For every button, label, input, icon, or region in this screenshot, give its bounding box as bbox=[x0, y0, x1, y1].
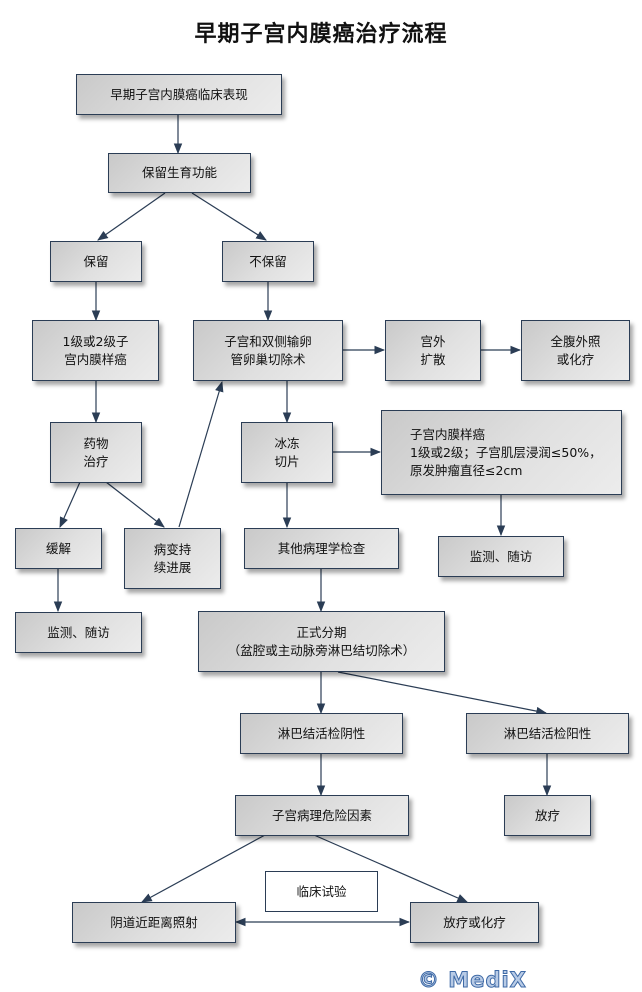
arrow-risk-radiochemo bbox=[313, 834, 468, 903]
node-clinical: 早期子宫内膜癌临床表现 bbox=[76, 74, 282, 115]
node-brachytherapy: 阴道近距离照射 bbox=[72, 902, 236, 943]
node-remission-label: 缓解 bbox=[45, 540, 71, 556]
node-frozen: 冰冻 切片 bbox=[241, 422, 333, 483]
node-not-preserve-label: 不保留 bbox=[249, 253, 287, 269]
node-radiotherapy-label: 放疗 bbox=[534, 807, 560, 823]
node-other-pathology-label: 其他病理学检查 bbox=[277, 540, 366, 556]
node-grade12: 1级或2级子 宫内膜样癌 bbox=[32, 320, 159, 381]
node-progress-label: 病变持 续进展 bbox=[153, 541, 192, 575]
node-clinical-label: 早期子宫内膜癌临床表现 bbox=[110, 86, 248, 102]
node-extrauterine-label: 宫外 扩散 bbox=[420, 333, 446, 367]
node-monitor-right: 监测、随访 bbox=[438, 536, 564, 577]
node-ln-negative: 淋巴结活检阴性 bbox=[240, 713, 403, 754]
node-drug: 药物 治疗 bbox=[50, 422, 142, 483]
node-criteria-label: 子宫内膜样癌 1级或2级；子宫肌层浸润≤50%， 原发肿瘤直径≤2cm bbox=[410, 426, 602, 478]
node-radio-chemo: 放疗或化疗 bbox=[410, 902, 539, 943]
node-hysterectomy-label: 子宫和双侧输卵 管卵巢切除术 bbox=[224, 333, 312, 367]
node-brachytherapy-label: 阴道近距离照射 bbox=[110, 914, 198, 930]
node-other-pathology: 其他病理学检查 bbox=[244, 528, 399, 569]
node-staging-label: 正式分期 （盆腔或主动脉旁淋巴结切除术） bbox=[227, 624, 416, 658]
node-radio-chemo-label: 放疗或化疗 bbox=[443, 914, 506, 930]
node-ln-negative-label: 淋巴结活检阴性 bbox=[277, 725, 366, 741]
arrow-drug-remission bbox=[59, 481, 81, 528]
arrow-progress-hyst bbox=[178, 380, 224, 528]
node-ln-positive: 淋巴结活检阳性 bbox=[466, 713, 629, 754]
node-staging: 正式分期 （盆腔或主动脉旁淋巴结切除术） bbox=[198, 611, 445, 672]
diagram-title: 早期子宫内膜癌治疗流程 bbox=[194, 21, 448, 47]
node-extrauterine: 宫外 扩散 bbox=[385, 320, 481, 381]
node-preserve-label: 保留 bbox=[83, 253, 109, 269]
node-monitor-left: 监测、随访 bbox=[15, 612, 142, 653]
node-remission: 缓解 bbox=[15, 528, 102, 569]
node-whole-abdomen: 全腹外照 或化疗 bbox=[521, 320, 630, 381]
node-clinical-trial-label: 临床试验 bbox=[296, 883, 347, 899]
node-drug-label: 药物 治疗 bbox=[83, 435, 109, 469]
node-fertility: 保留生育功能 bbox=[108, 153, 251, 193]
arrow-staging-positive bbox=[337, 671, 548, 716]
node-criteria: 子宫内膜样癌 1级或2级；子宫肌层浸润≤50%， 原发肿瘤直径≤2cm bbox=[381, 410, 622, 495]
node-ln-positive-label: 淋巴结活检阳性 bbox=[503, 725, 592, 741]
node-not-preserve: 不保留 bbox=[222, 241, 314, 282]
node-fertility-label: 保留生育功能 bbox=[141, 165, 217, 180]
node-preserve: 保留 bbox=[50, 241, 142, 282]
node-radiotherapy: 放疗 bbox=[504, 795, 591, 836]
watermark-logo: © MediX bbox=[418, 968, 527, 992]
node-clinical-trial: 临床试验 bbox=[265, 871, 378, 912]
node-monitor-left-label: 监测、随访 bbox=[47, 624, 110, 640]
node-progress: 病变持 续进展 bbox=[124, 528, 221, 589]
node-risk-factors: 子宫病理危险因素 bbox=[235, 795, 409, 836]
arrow-fertility-notpreserve bbox=[191, 192, 267, 241]
node-frozen-label: 冰冻 切片 bbox=[274, 435, 300, 469]
node-grade12-label: 1级或2级子 宫内膜样癌 bbox=[62, 333, 129, 367]
node-hysterectomy: 子宫和双侧输卵 管卵巢切除术 bbox=[193, 320, 343, 381]
node-risk-factors-label: 子宫病理危险因素 bbox=[271, 807, 372, 823]
arrow-fertility-preserve bbox=[97, 192, 166, 241]
arrow-drug-progress bbox=[105, 481, 165, 528]
arrow-risk-brachy bbox=[141, 834, 266, 903]
node-whole-abdomen-label: 全腹外照 或化疗 bbox=[550, 333, 601, 367]
node-monitor-right-label: 监测、随访 bbox=[469, 548, 533, 564]
